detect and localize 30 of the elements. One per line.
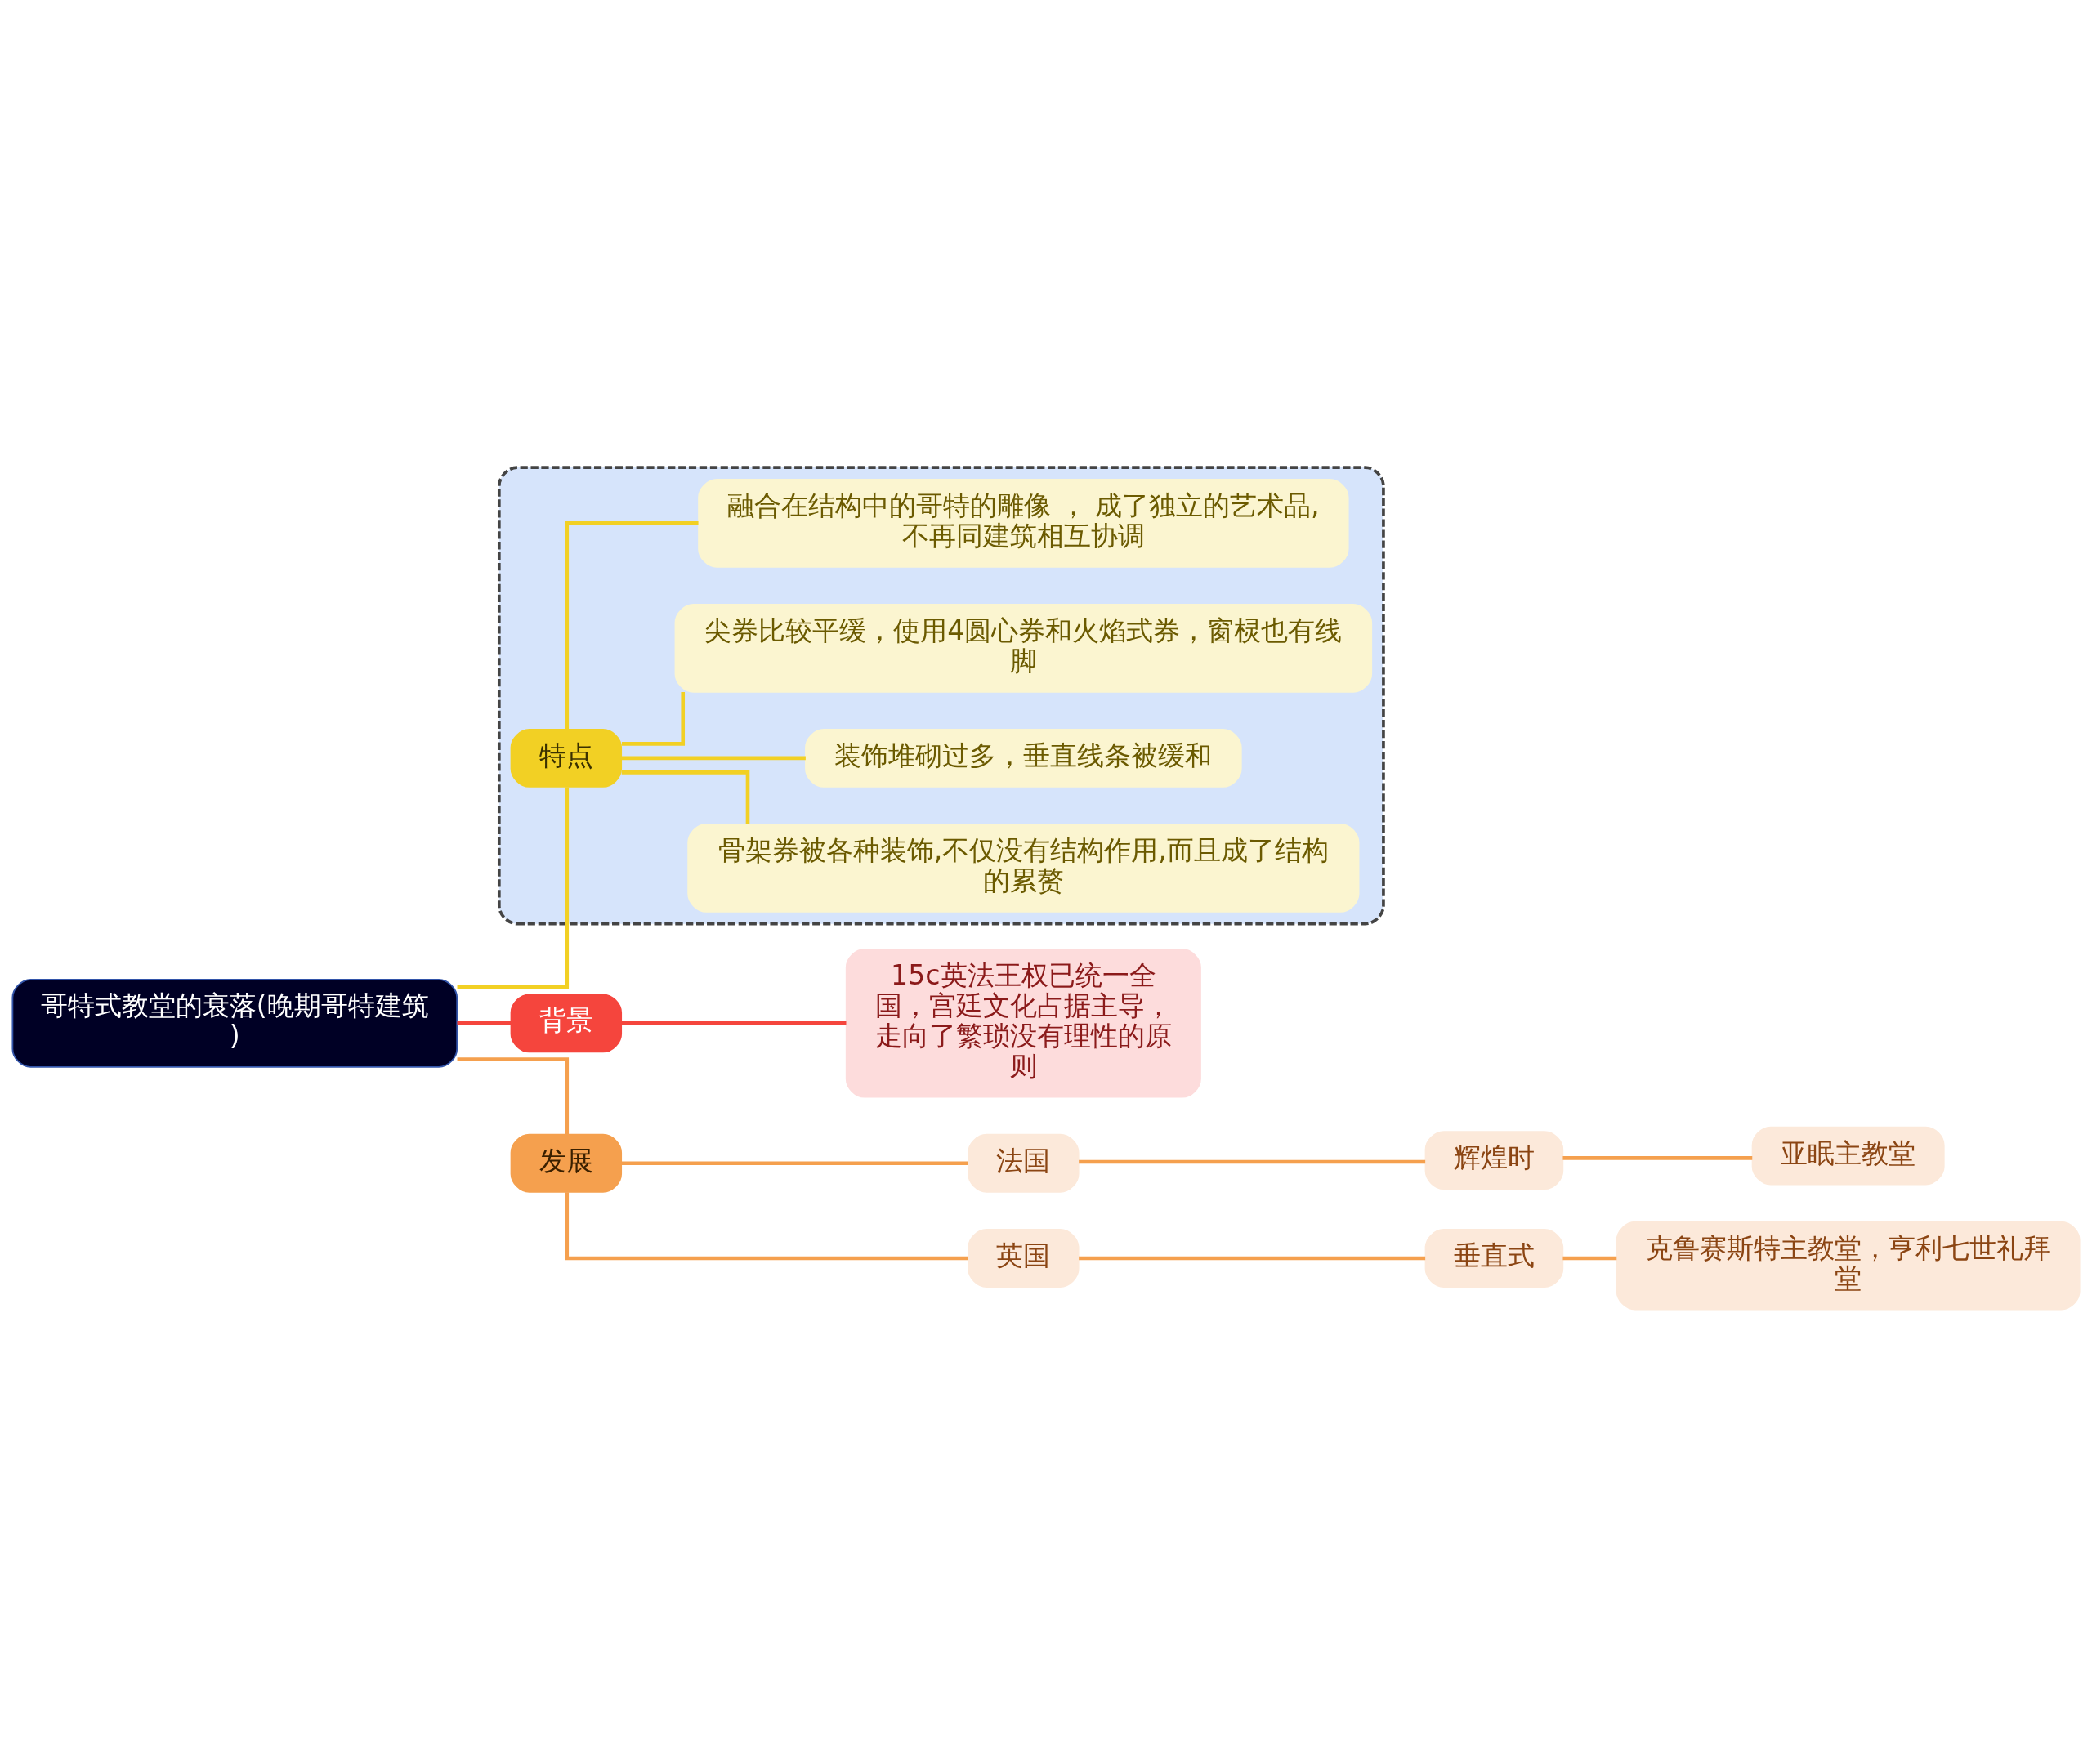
connector	[621, 756, 806, 760]
node-box: 克鲁赛斯特主教堂，亨利七世礼拜堂	[1616, 1221, 2081, 1311]
node-box: 15c英法王权已统一全国，宫廷文化占据主导，走向了繁琐没有理性的原则	[845, 948, 1201, 1098]
node-box: 垂直式	[1424, 1228, 1564, 1288]
node-box: 亚眠主教堂	[1751, 1126, 1945, 1186]
connector	[457, 786, 570, 989]
cluster	[497, 465, 1385, 926]
connector	[621, 1020, 847, 1025]
connector	[621, 1161, 968, 1165]
node-box: 辉煌时	[1424, 1130, 1564, 1190]
connector	[621, 691, 686, 746]
node-box: 装饰堆砌过多，垂直线条被缓和	[805, 728, 1242, 788]
node-box: 哥特式教堂的衰落(晚期哥特建筑)	[11, 978, 458, 1068]
connector	[457, 1056, 570, 1134]
node-box: 背景	[510, 993, 623, 1052]
connector	[457, 1020, 512, 1025]
node-box: 法国	[968, 1133, 1080, 1193]
node-box: 特点	[510, 728, 623, 788]
node-box: 融合在结构中的哥特的雕像 ， 成了独立的艺术品,不再同建筑相互协调	[698, 478, 1349, 568]
connector	[1079, 1256, 1426, 1260]
connector	[565, 1191, 968, 1260]
connector	[621, 770, 750, 824]
node-box: 发展	[510, 1133, 623, 1193]
node-box: 尖券比较平缓，使用4圆心券和火焰式券，窗棂也有线脚	[674, 603, 1373, 693]
connector	[1079, 1159, 1426, 1163]
connector	[1562, 1256, 1617, 1260]
connector	[1562, 1155, 1753, 1160]
connector	[565, 520, 699, 730]
node-box: 骨架券被各种装饰,不仅没有结构作用,而且成了结构的累赘	[687, 823, 1360, 913]
node-box: 英国	[968, 1228, 1080, 1288]
